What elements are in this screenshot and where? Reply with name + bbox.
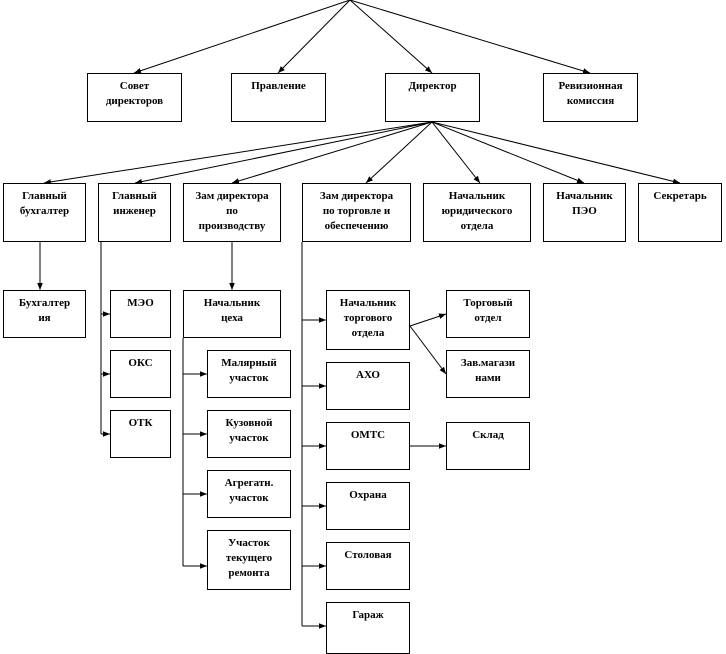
node-store-heads: Зав.магази нами [446,350,530,398]
node-label: Главный бухгалтер [19,190,70,217]
arrow [133,0,351,74]
node-label: Начальник цеха [203,297,261,324]
node-label: ОТК [128,417,153,429]
node-management: Правление [231,73,326,122]
node-deputy-trade: Зам директора по торговле и обеспечению [302,183,411,242]
arrow [349,0,433,74]
node-chief-engineer: Главный инженер [98,183,171,242]
node-garage: Гараж [326,602,410,654]
arrow [431,121,481,184]
node-canteen: Столовая [326,542,410,590]
arrow [277,0,351,74]
node-warehouse: Склад [446,422,530,470]
arrow [409,313,447,327]
node-head-legal: Начальник юридического отдела [423,183,531,242]
node-paint-section: Малярный участок [207,350,291,398]
node-label: ОКС [128,357,153,369]
node-label: Начальник ПЭО [556,190,613,217]
node-label: Столовая [344,549,392,561]
node-label: Зам директора по производству [195,190,269,232]
node-label: Секретарь [653,190,707,202]
node-label: Малярный участок [221,357,277,384]
node-accounting: Бухгалтер ия [3,290,86,338]
node-secretary: Секретарь [638,183,722,242]
node-label: АХО [356,369,380,381]
node-label: Склад [472,429,504,441]
node-security: Охрана [326,482,410,530]
node-unit-section: Агрегатн. участок [207,470,291,518]
arrow [231,121,433,184]
node-label: Кузовной участок [225,417,273,444]
node-aho: АХО [326,362,410,410]
node-label: Ревизионная комиссия [558,80,623,107]
node-label: Совет директоров [105,80,164,107]
node-label: Директор [408,80,457,92]
node-meo: МЭО [110,290,171,338]
arrow [349,0,591,74]
node-head-peo: Начальник ПЭО [543,183,626,242]
node-label: Начальник юридического отдела [441,190,513,232]
node-label: Правление [251,80,306,92]
arrow [431,121,585,184]
arrow [431,121,681,185]
node-label: МЭО [127,297,154,309]
node-deputy-production: Зам директора по производству [183,183,281,242]
node-oks: ОКС [110,350,171,398]
node-otk: ОТК [110,410,171,458]
node-label: Гараж [352,609,384,621]
node-label: Охрана [349,489,387,501]
node-label: Начальник торгового отдела [339,297,397,339]
node-label: Торговый отдел [463,297,513,324]
node-chief-accountant: Главный бухгалтер [3,183,86,242]
node-label: ОМТС [350,429,386,441]
arrow [409,325,447,375]
node-head-trade-dept: Начальник торгового отдела [326,290,410,350]
node-label: Зам директора по торговле и обеспечению [319,190,394,232]
node-head-shop: Начальник цеха [183,290,281,338]
node-director: Директор [385,73,480,122]
node-body-section: Кузовной участок [207,410,291,458]
arrow [43,121,433,185]
node-trade-dept: Торговый отдел [446,290,530,338]
node-label: Зав.магази нами [460,357,516,384]
node-omts: ОМТС [326,422,410,470]
node-label: Главный инженер [112,190,157,217]
node-board: Совет директоров [87,73,182,122]
node-audit: Ревизионная комиссия [543,73,638,122]
arrow [365,121,433,184]
node-label: Бухгалтер ия [18,297,71,324]
arrow [134,121,433,185]
node-repair-section: Участок текущего ремонта [207,530,291,590]
node-label: Агрегатн. участок [224,477,274,504]
node-label: Участок текущего ремонта [225,537,273,579]
